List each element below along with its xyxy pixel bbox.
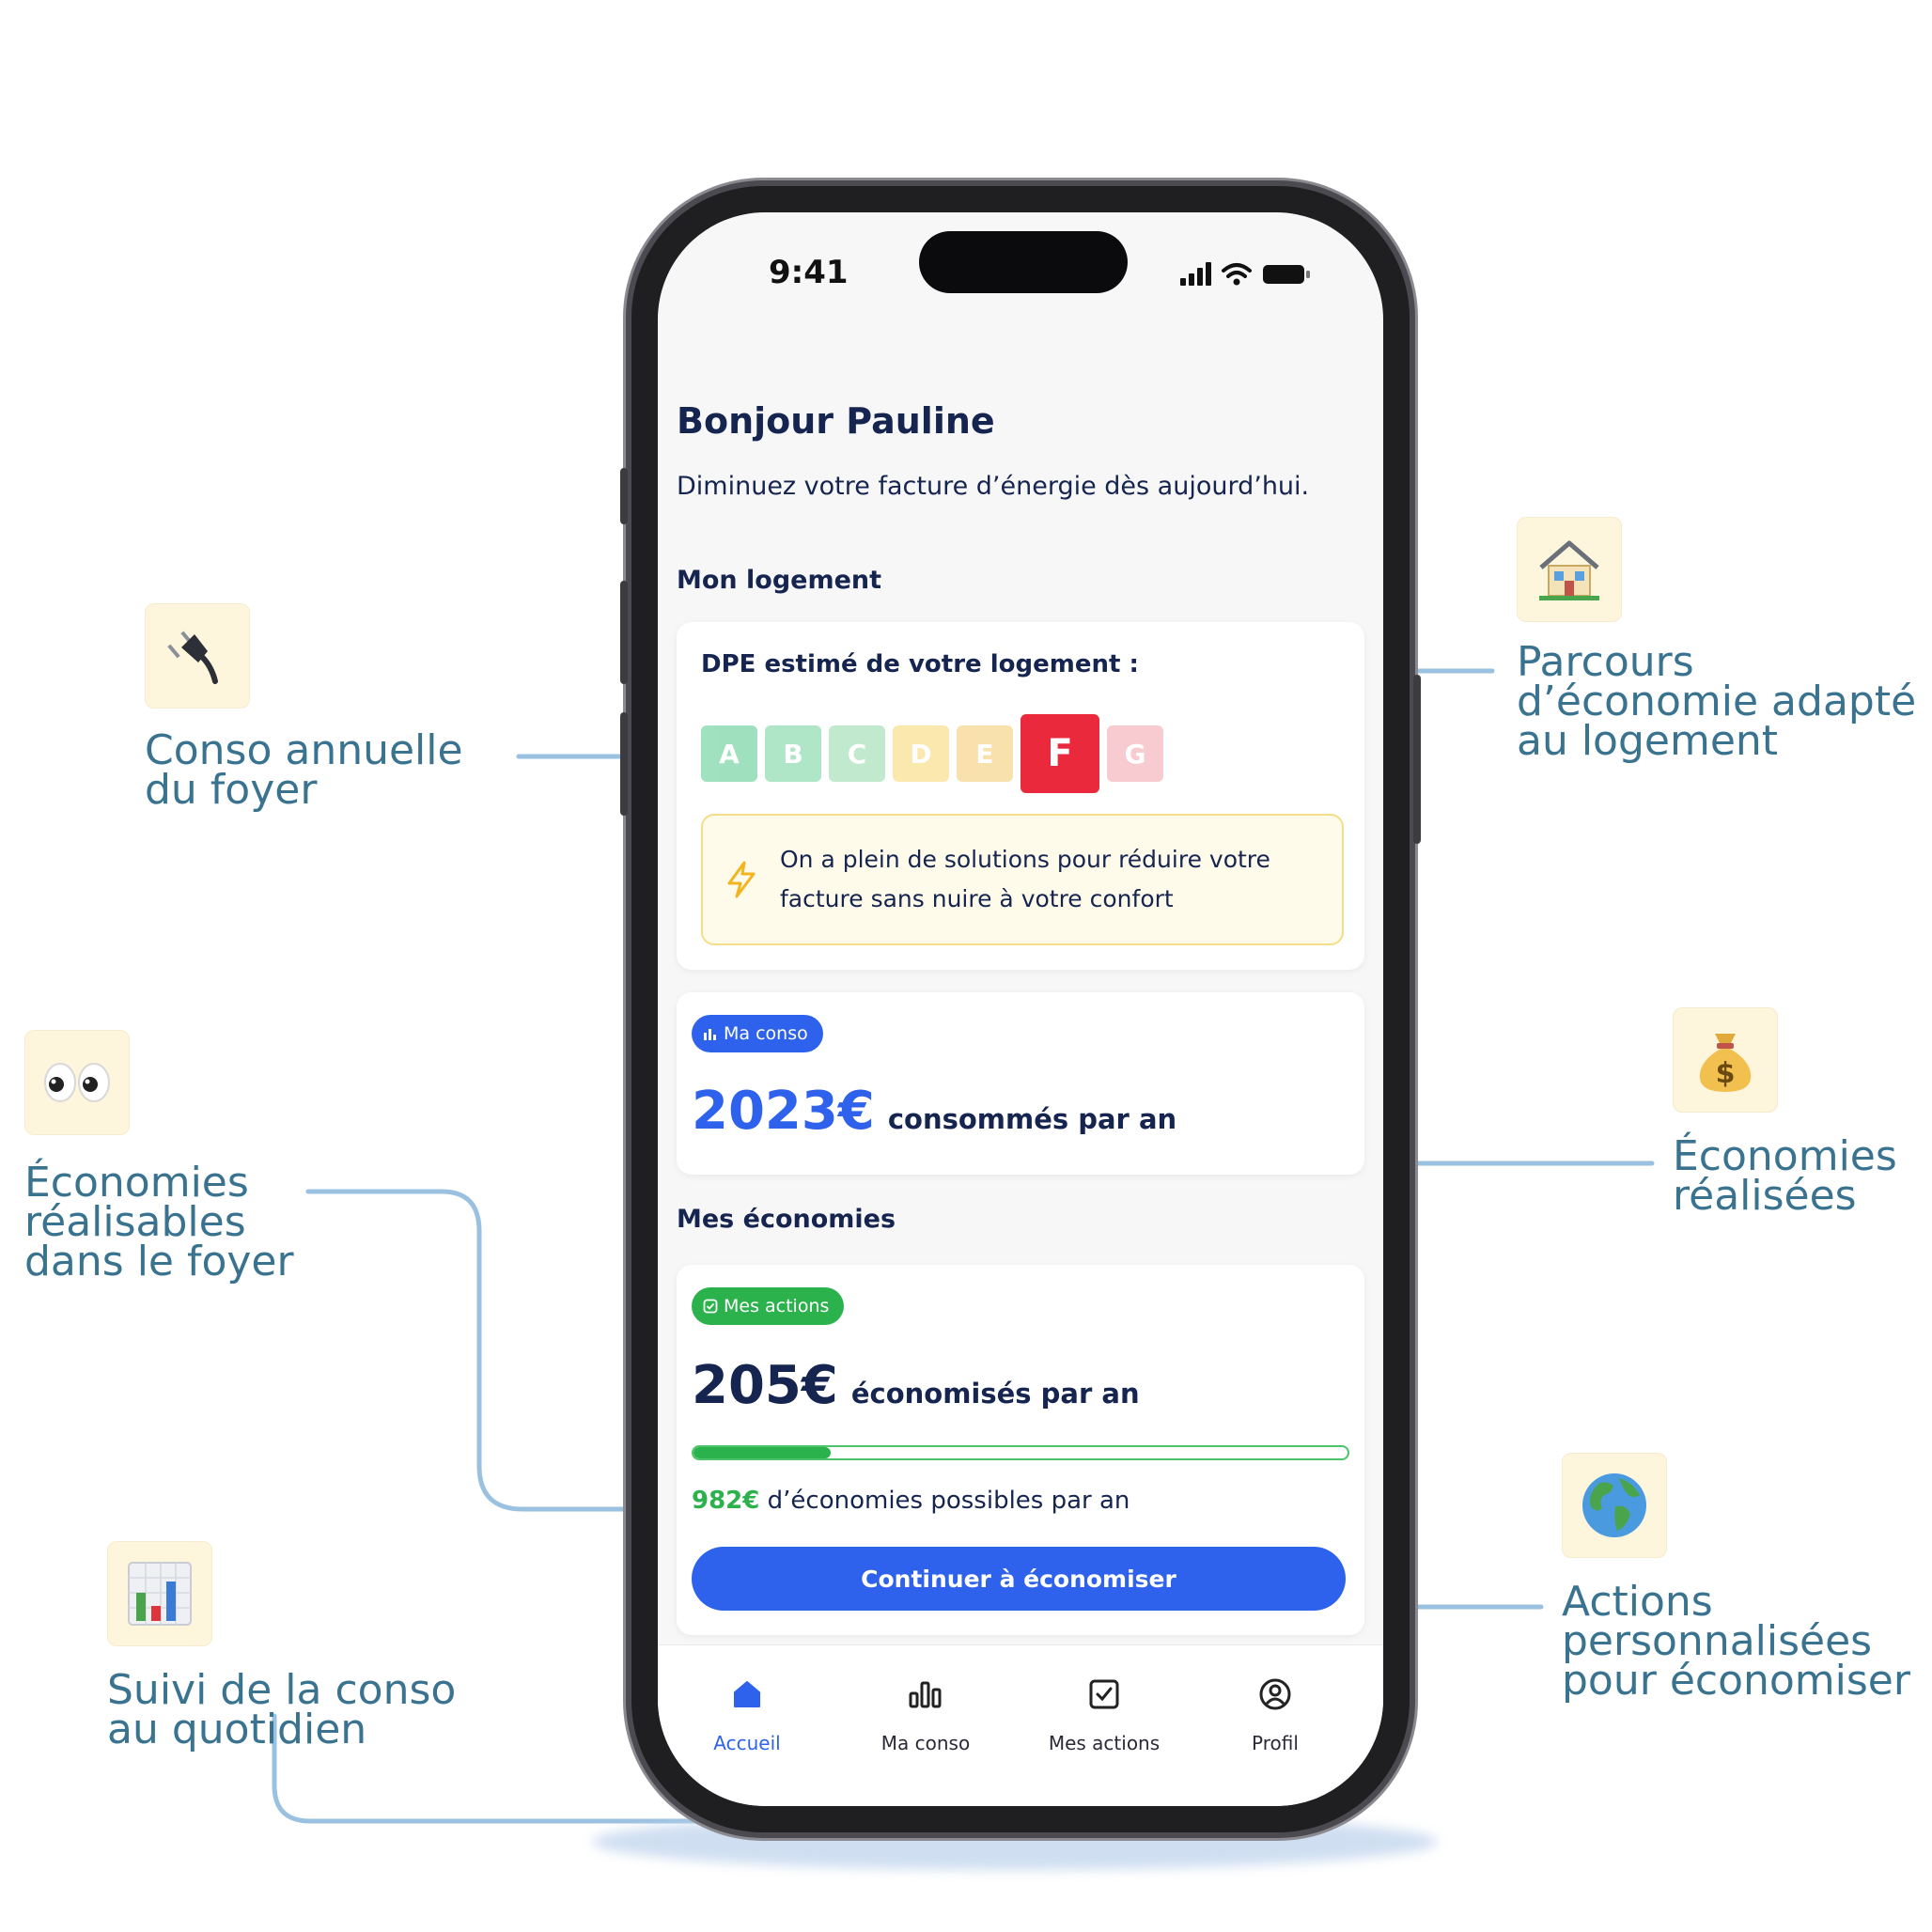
eyes-icon (24, 1030, 130, 1135)
annotation-economies-realisables: Économies réalisables dans le foyer (24, 1159, 294, 1285)
continue-saving-button[interactable]: Continuer à économiser (692, 1547, 1346, 1611)
status-bar: 9:41 (658, 212, 1383, 306)
plug-icon (145, 603, 250, 709)
possible-savings: 982€ d’économies possibles par an (692, 1487, 1130, 1515)
conso-value: 2023€ (692, 1081, 875, 1142)
dpe-class-f: F (1021, 714, 1099, 793)
conso-unit: consommés par an (887, 1103, 1177, 1135)
savings-progress-bar (692, 1445, 1349, 1460)
saved-unit: économisés par an (850, 1378, 1140, 1410)
tab-label: Profil (1252, 1732, 1299, 1754)
signal-icon (1180, 262, 1211, 286)
status-time: 9:41 (769, 254, 849, 291)
actions-pill-label: Mes actions (724, 1296, 830, 1317)
phone-power-button (1413, 675, 1421, 844)
tab-label: Mes actions (1048, 1732, 1161, 1754)
user-circle-icon (1259, 1678, 1291, 1710)
checkbox-icon (703, 1299, 718, 1314)
tab-ma-conso[interactable]: Ma conso (836, 1672, 1015, 1754)
dpe-class-g: G (1107, 725, 1163, 782)
bar-chart-icon (107, 1541, 212, 1646)
lightning-icon (725, 861, 757, 902)
saved-amount-row: 205€ économisés par an (692, 1355, 1140, 1416)
tip-text: On a plein de solutions pour réduire vot… (780, 846, 1270, 912)
actions-pill: Mes actions (692, 1287, 845, 1325)
conso-pill: Ma conso (692, 1015, 823, 1052)
app-screen: 9:41 (658, 212, 1383, 1806)
svg-text:$: $ (1716, 1057, 1736, 1090)
possible-amount: 982€ (692, 1487, 760, 1515)
tab-mes-actions[interactable]: Mes actions (1015, 1672, 1193, 1754)
greeting-title: Bonjour Pauline (677, 400, 995, 442)
battery-icon (1263, 265, 1310, 284)
money-bag-icon: $ (1673, 1007, 1778, 1113)
status-icons (1180, 259, 1321, 291)
conso-pill-label: Ma conso (724, 1023, 808, 1044)
possible-text: d’économies possibles par an (767, 1487, 1130, 1515)
dpe-class-d: D (893, 725, 949, 782)
tab-label: Accueil (713, 1732, 781, 1754)
greeting-subtitle: Diminuez votre facture d’énergie dès auj… (677, 472, 1310, 501)
conso-card[interactable]: Ma conso 2023€ consommés par an (677, 992, 1364, 1175)
globe-icon (1562, 1453, 1667, 1558)
annotation-conso-annuelle: Conso annuelle du foyer (145, 726, 463, 814)
bar-chart-icon (909, 1681, 942, 1708)
conso-amount-row: 2023€ consommés par an (692, 1081, 1176, 1142)
phone-frame: 9:41 (620, 186, 1421, 1832)
phone-mute-switch (620, 468, 628, 524)
tab-accueil[interactable]: Accueil (658, 1672, 836, 1754)
dpe-label: DPE estimé de votre logement : (701, 650, 1139, 678)
bottom-tab-bar: Accueil Ma conso Mes actions Profil (658, 1644, 1383, 1806)
wifi-icon (1222, 263, 1252, 278)
annotation-parcours: Parcours d’économie adapté au logement (1517, 638, 1917, 765)
tip-box: On a plein de solutions pour réduire vot… (701, 814, 1344, 945)
phone-volume-down (620, 712, 628, 816)
dpe-class-c: C (829, 725, 885, 782)
dynamic-island (919, 231, 1128, 293)
home-icon (734, 1681, 760, 1707)
savings-progress-fill (693, 1447, 832, 1458)
checkbox-icon (1089, 1679, 1119, 1709)
bar-chart-icon (704, 1029, 716, 1040)
saved-value: 205€ (692, 1355, 838, 1416)
phone-volume-up (620, 581, 628, 684)
section-title-logement: Mon logement (677, 566, 882, 595)
dpe-class-e: E (957, 725, 1013, 782)
annotation-suivi-conso: Suivi de la conso au quotidien (107, 1666, 457, 1753)
dpe-class-b: B (765, 725, 821, 782)
house-icon (1517, 517, 1622, 622)
tab-profil[interactable]: Profil (1186, 1672, 1364, 1754)
dpe-class-a: A (701, 725, 757, 782)
annotation-actions-perso: Actions personnalisées pour économiser (1562, 1578, 1910, 1705)
section-title-economies: Mes économies (677, 1205, 896, 1234)
tab-label: Ma conso (880, 1732, 971, 1754)
annotation-economies-realisees: Économies réalisées (1673, 1132, 1897, 1220)
economies-card: Mes actions 205€ économisés par an 982€ … (677, 1265, 1364, 1635)
